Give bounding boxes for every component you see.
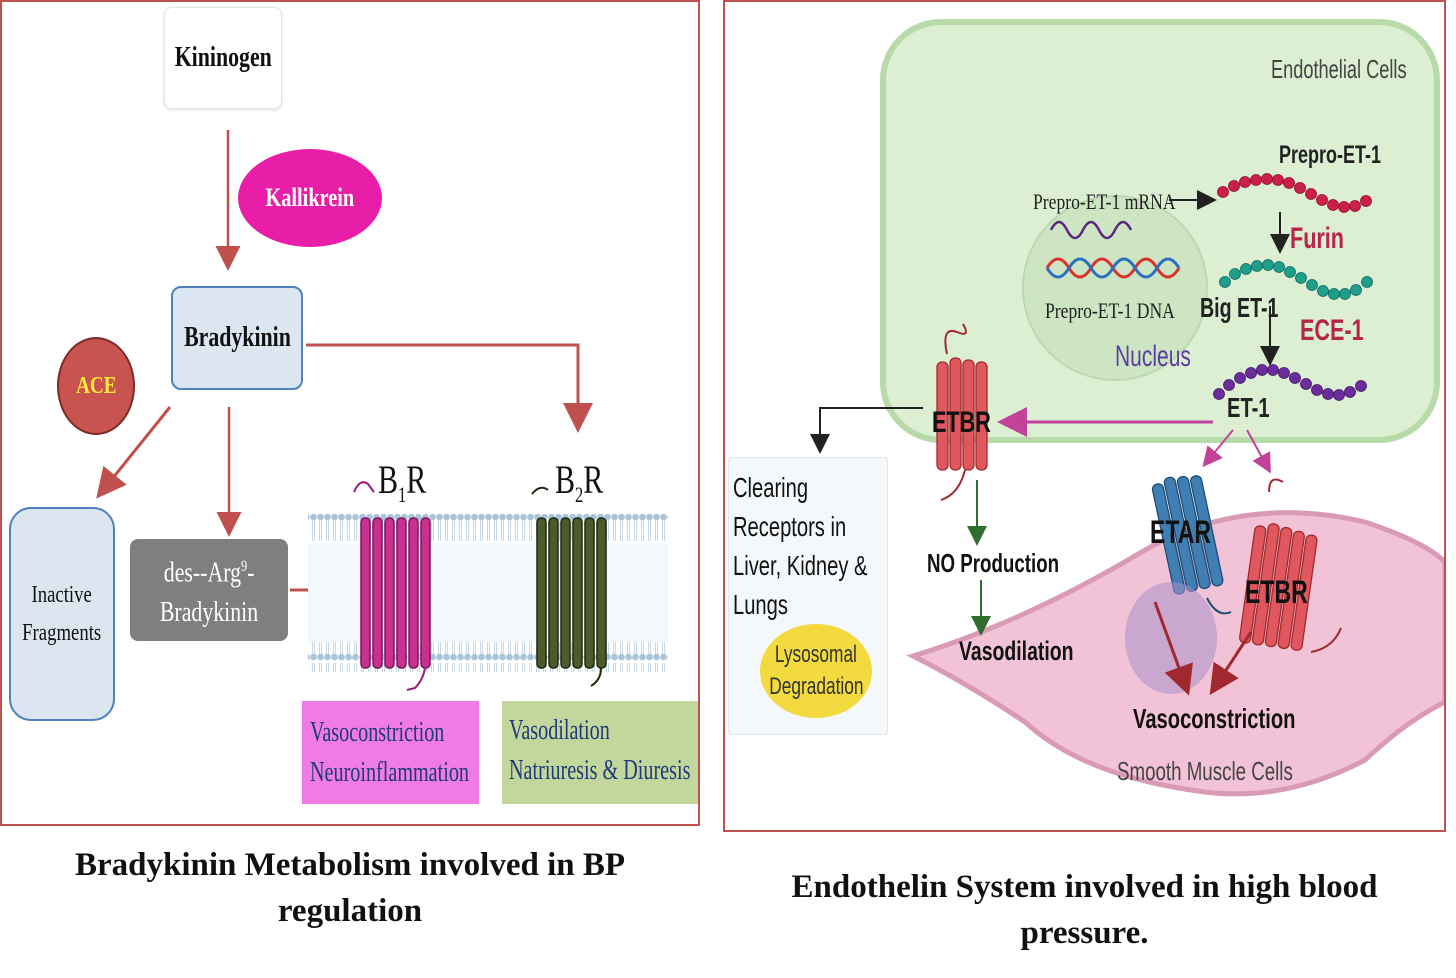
b2r-subscript: 2 [575,482,584,507]
bradykinin-panel: Kininogen Kallikrein Bradykinin ACE Inac… [0,0,700,826]
lysosomal-line1: Lysosomal [775,641,857,668]
big-et1-label: Big ET-1 [1200,292,1279,323]
prepro-mrna-label: Prepro-ET-1 mRNA [1033,189,1176,214]
left-caption-line1: Bradykinin Metabolism involved in BP [74,847,626,883]
lysosomal-line2: Degradation [768,673,864,700]
b2-effect-box: Vasodilation Natriuresis & Diuresis [502,701,698,804]
b1r-r: R [406,457,427,502]
etbr-top-receptor [936,323,988,501]
ace-circle: ACE [57,337,135,435]
nucleus-label: Nucleus [1115,340,1191,373]
big-et1-chain [1219,259,1373,300]
inactive-label-line1: Inactive [31,582,93,608]
mrna-strand [1049,220,1133,240]
ace-label: ACE [75,372,117,399]
clearing-line2: Receptors in [733,511,847,542]
etbr-top-label: ETBR [932,406,991,439]
etar-label: ETAR [1150,514,1212,550]
clearing-line3: Liver, Kidney & [733,550,868,581]
prepro-dna-label: Prepro-ET-1 DNA [1045,298,1175,323]
des-arg-bradykinin-box: des--Arg9- Bradykinin [130,539,288,641]
arrow-bradykinin-to-inactive [96,406,172,499]
vasoconstriction-label: Vasoconstriction [1133,703,1296,734]
clearing-line1: Clearing [733,472,809,503]
des-arg-line2: Bradykinin [159,597,259,629]
dna-strand-b [1045,257,1181,279]
kininogen-box: Kininogen [164,7,282,109]
right-caption-line1: Endothelin System involved in high blood [791,869,1378,905]
etbr-bottom-label: ETBR [1245,574,1308,610]
kallikrein-label: Kallikrein [265,183,355,212]
arrow-etbr-to-clearing [810,407,923,454]
b2r-r: R [583,457,604,502]
inactive-fragments-box: Inactive Fragments [9,507,115,721]
b2r-letter: B [555,457,576,502]
b1-effect-box: Vasoconstriction Neuroinflammation [302,701,479,804]
left-caption-line2: regulation [277,893,423,929]
b1-effect-vasoconstriction: Vasoconstriction [310,717,445,748]
etbr-bottom-receptor [1239,478,1342,653]
right-caption-line2: pressure. [1020,915,1149,951]
receptor-activation-ellipse [1125,582,1217,694]
prepro-et1-label: Prepro-ET-1 [1279,141,1382,169]
endothelial-cells-label: Endothelial Cells [1271,54,1407,84]
b2r-label: B2R [555,456,603,508]
des-arg-text: des--Arg [163,557,241,589]
no-production-label: NO Production [927,548,1060,578]
b1r-label: B1R [378,456,426,508]
et1-chain [1213,364,1367,401]
furin-label: Furin [1290,222,1344,255]
etar-receptor [1151,475,1232,615]
des-arg-dash: - [247,557,255,589]
endothelin-diagram-graphics [810,19,1444,797]
b2-effect-natriuresis: Natriuresis & Diuresis [509,755,691,786]
ece1-label: ECE-1 [1300,314,1364,347]
nucleus-circle [1022,195,1208,381]
b1-effect-neuroinflammation: Neuroinflammation [310,757,469,788]
clearing-receptors-box: Clearing Receptors in Liver, Kidney & Lu… [728,457,888,735]
bradykinin-diagram-graphics [96,130,668,691]
bradykinin-label: Bradykinin [183,322,291,353]
b1r-subscript: 1 [398,482,407,507]
clearing-line4: Lungs [733,589,788,620]
smooth-muscle-cells-label: Smooth Muscle Cells [1117,756,1293,786]
b1r-letter: B [378,457,399,502]
des-arg-superscript: 9 [240,557,248,575]
b1r-receptor [353,481,431,691]
vasodilation-label: Vasodilation [959,636,1074,666]
b2r-receptor [531,486,607,687]
left-caption: Bradykinin Metabolism involved in BP reg… [0,842,700,934]
prepro-et1-chain [1217,173,1372,213]
b2-effect-vasodilation: Vasodilation [509,715,610,746]
endothelin-panel: Endothelial Cells Prepro-ET-1 Prepro-ET-… [723,0,1446,832]
lysosomal-degradation-ellipse: Lysosomal Degradation [760,624,872,718]
et1-label: ET-1 [1227,392,1270,423]
inactive-label-line2: Fragments [22,620,102,646]
kininogen-label: Kininogen [174,42,272,73]
des-arg-line1: des--Arg9- [164,547,255,593]
right-caption: Endothelin System involved in high blood… [723,864,1446,956]
bradykinin-box: Bradykinin [171,286,303,390]
arrow-bradykinin-to-b2r [306,343,593,433]
kallikrein-ellipse: Kallikrein [238,149,382,247]
